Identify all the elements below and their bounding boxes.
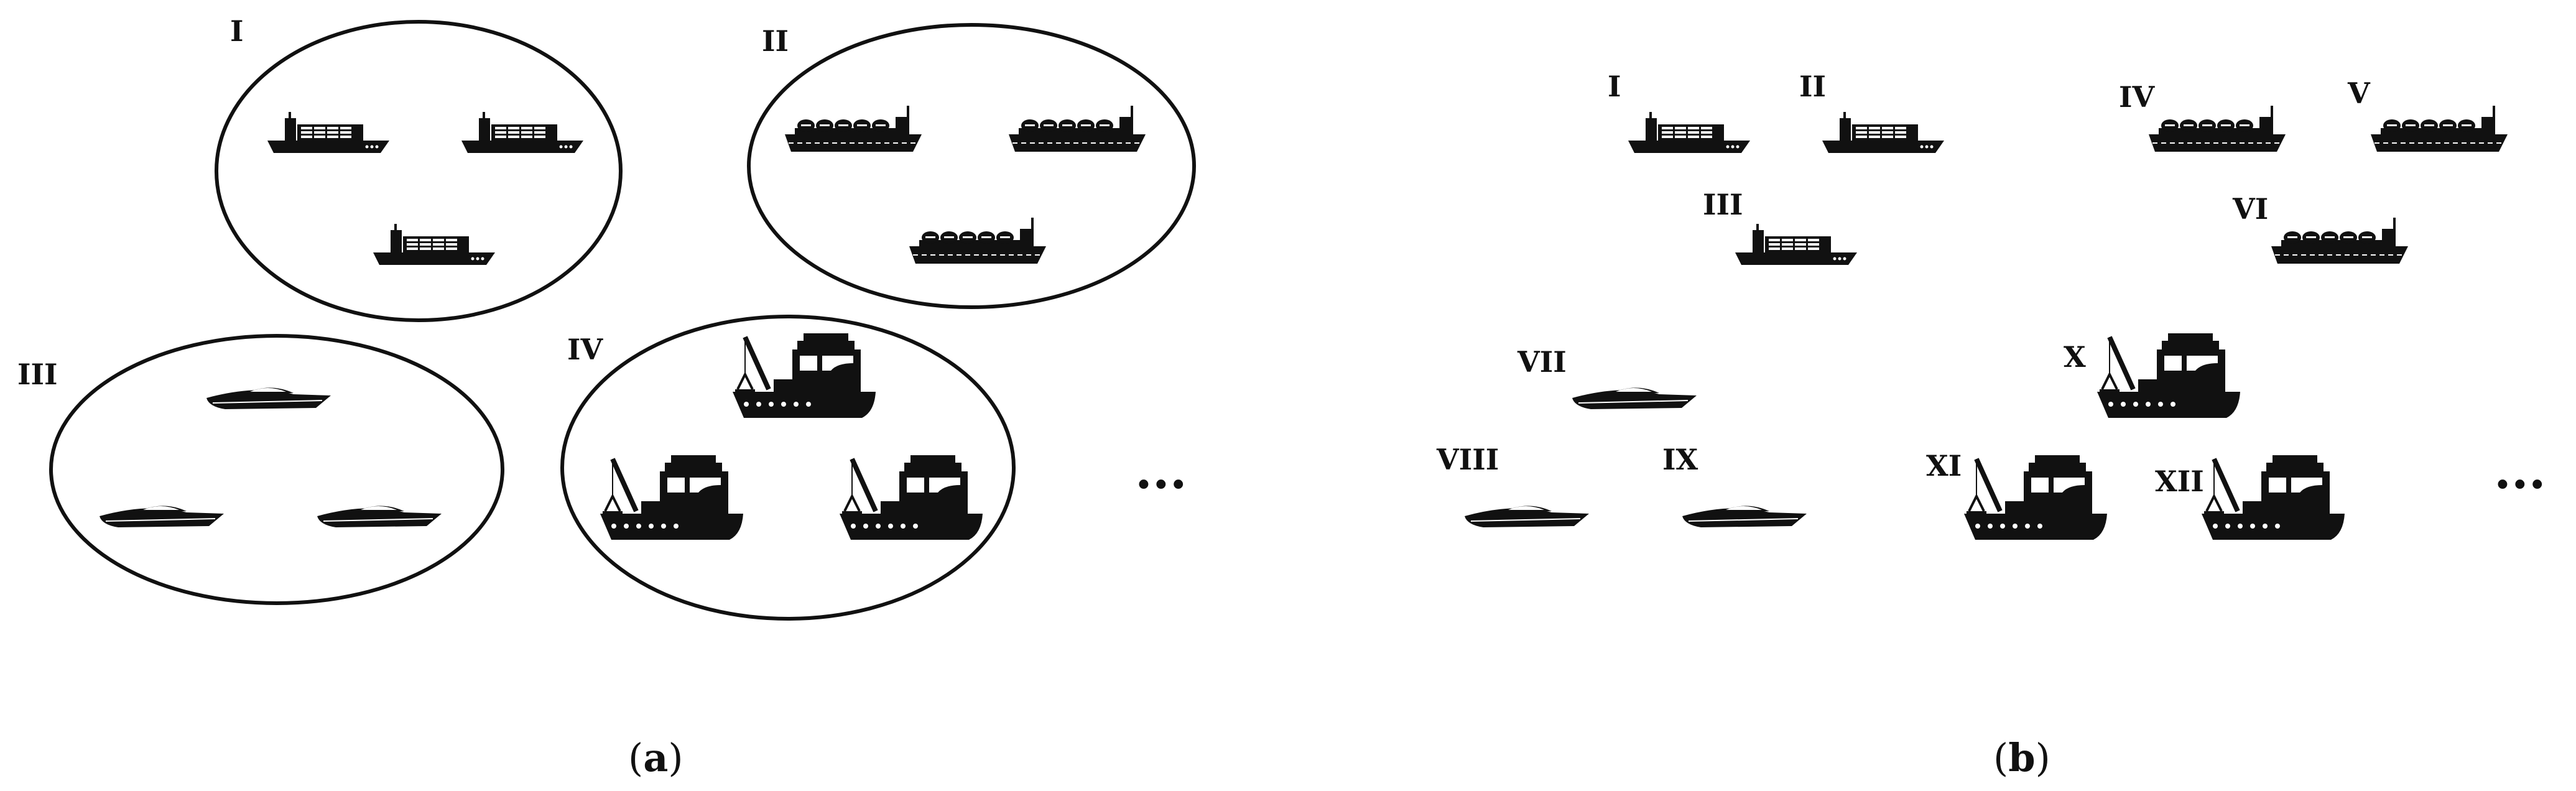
speedboat-icon bbox=[317, 505, 442, 528]
tanker-ship-icon bbox=[909, 217, 1047, 264]
container-ship-icon bbox=[267, 112, 389, 153]
group-ii-ellipse bbox=[747, 23, 1196, 309]
ship-label-xii: XII bbox=[2155, 465, 2204, 498]
tanker-ship-icon bbox=[2271, 217, 2409, 264]
caption-a: (a) bbox=[628, 735, 683, 780]
container-ship-icon bbox=[373, 224, 495, 265]
crane-vessel-icon bbox=[600, 455, 743, 540]
container-ship-icon bbox=[461, 112, 583, 153]
group-ii: II bbox=[747, 23, 1196, 309]
panel-b: I II IV V III VI VII X VIII IX XI XII ..… bbox=[1436, 70, 2546, 780]
ellipsis-b: ... bbox=[2494, 442, 2546, 500]
group-ii-label: II bbox=[762, 24, 789, 58]
group-iv: IV bbox=[560, 315, 1016, 621]
speedboat-icon bbox=[99, 505, 225, 528]
container-ship-icon bbox=[1822, 112, 1944, 153]
ship-label-vii: VII bbox=[1517, 345, 1567, 379]
group-i: I bbox=[215, 14, 623, 322]
crane-vessel-icon bbox=[840, 455, 983, 540]
ship-label-i: I bbox=[1608, 70, 1621, 103]
group-i-ellipse bbox=[215, 20, 623, 322]
group-iv-ellipse bbox=[560, 315, 1016, 621]
tanker-ship-icon bbox=[2370, 105, 2508, 152]
ship-label-xi: XI bbox=[1926, 449, 1962, 483]
speedboat-icon bbox=[206, 387, 331, 410]
panel-a: I II III IV ... (a) bbox=[17, 14, 1196, 780]
group-iv-label: IV bbox=[567, 333, 604, 366]
crane-vessel-icon bbox=[2097, 333, 2240, 418]
ship-label-ii: II bbox=[1799, 70, 1826, 103]
ship-label-x: X bbox=[2064, 340, 2086, 374]
ship-label-ix: IX bbox=[1662, 443, 1698, 476]
crane-vessel-icon bbox=[1964, 455, 2107, 540]
caption-b: (b) bbox=[1993, 735, 2050, 780]
tanker-ship-icon bbox=[2148, 105, 2286, 152]
crane-vessel-icon bbox=[733, 333, 876, 418]
group-iii-ellipse bbox=[49, 334, 504, 605]
ellipsis-a: ... bbox=[1135, 442, 1187, 500]
container-ship-icon bbox=[1628, 112, 1750, 153]
speedboat-icon bbox=[1682, 505, 1807, 528]
ship-label-vi: VI bbox=[2232, 192, 2268, 226]
crane-vessel-icon bbox=[2202, 455, 2345, 540]
tanker-ship-icon bbox=[784, 105, 922, 152]
container-ship-icon bbox=[1735, 224, 1857, 265]
speedboat-icon bbox=[1464, 505, 1590, 528]
speedboat-icon bbox=[1572, 387, 1697, 410]
group-iii: III bbox=[17, 334, 504, 605]
tanker-ship-icon bbox=[1008, 105, 1146, 152]
ship-label-iii: III bbox=[1703, 188, 1743, 221]
ship-label-viii: VIII bbox=[1436, 443, 1499, 476]
ship-label-iv: IV bbox=[2119, 80, 2156, 114]
group-i-label: I bbox=[230, 14, 244, 48]
group-iii-label: III bbox=[17, 358, 58, 391]
ship-label-v: V bbox=[2347, 76, 2371, 110]
